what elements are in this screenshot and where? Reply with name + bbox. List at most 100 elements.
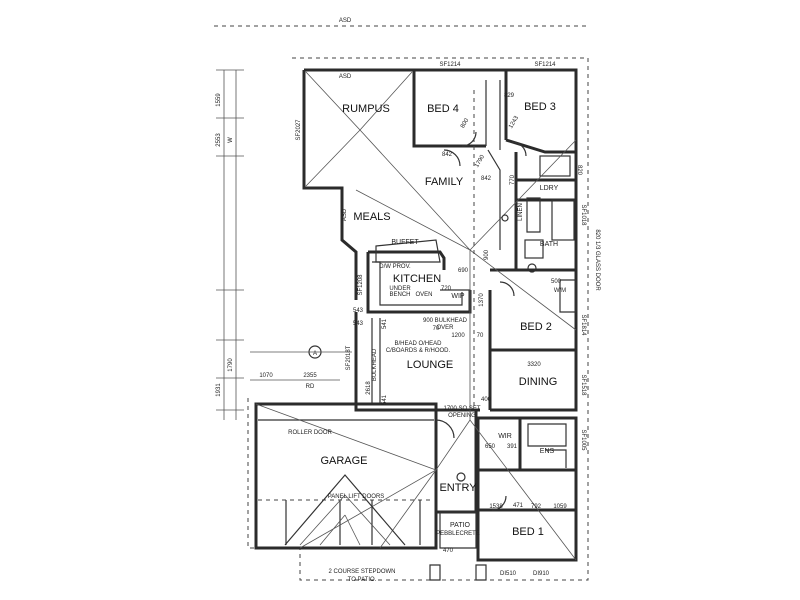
bed2-robe (559, 279, 577, 313)
dim-70a: 70 (433, 326, 440, 332)
note-bhead-1: B/HEAD O/HEAD (394, 341, 442, 347)
room-bath: BATH (540, 241, 558, 248)
garage-door-right (371, 500, 421, 545)
garage-roof-triangle (284, 474, 406, 546)
window-sf1214b: SF1214 (534, 62, 556, 68)
room-dining: DINING (519, 376, 558, 388)
vanity (524, 239, 544, 259)
garage-door-left (285, 500, 341, 545)
door-swing-entry (435, 419, 455, 439)
hall-wall (487, 149, 501, 250)
door-swing-bed3 (511, 141, 527, 157)
dim-541b: 541 (382, 394, 388, 405)
garage-hatch (299, 494, 391, 546)
dim-3320: 3320 (527, 362, 541, 368)
dim-1931: 1931 (216, 383, 222, 397)
note-pebblecrete: PEBBLECRETE (436, 531, 480, 537)
note-glass-door: 820 1/3 GLASS DOOR (594, 229, 600, 291)
window-d1910: DI910 (533, 571, 550, 577)
dim-1538: 1538 (489, 504, 503, 510)
door-swing-bed2 (499, 281, 515, 297)
dim-820: 820 (576, 165, 582, 176)
room-family: FAMILY (425, 176, 464, 188)
room-meals: MEALS (353, 211, 390, 223)
dining-walls (488, 350, 578, 412)
room-ens: ENS (540, 448, 555, 455)
dim-792: 792 (531, 504, 542, 510)
note-bulkhead-900: 900 BULKHEAD (423, 318, 468, 324)
window-sf1214: SF1214 (439, 62, 461, 68)
roof-hip-lines (255, 71, 577, 561)
dim-470: 470 (443, 548, 454, 554)
room-kitchen: KITCHEN (393, 273, 441, 285)
dim-543a: 543 (353, 308, 364, 314)
asd-top: ASD (339, 18, 352, 24)
window-sf1208: SF1208 (358, 274, 364, 296)
buffet-bench (375, 239, 441, 263)
room-wip: WIP (451, 293, 465, 300)
rd-label: RD (306, 384, 315, 390)
dim-2618: 2618 (366, 381, 372, 395)
window-sf1814: SF1814 (580, 314, 586, 336)
dim-1243: 1243 (508, 115, 520, 130)
note-under-2: BENCH (389, 292, 410, 298)
dim-1070: 1070 (259, 373, 273, 379)
room-patio: PATIO (450, 522, 471, 529)
dim-471: 471 (513, 503, 524, 509)
laundry-tub (539, 155, 571, 177)
note-course-2: TO PATIO. (348, 577, 377, 583)
dim-391: 391 (507, 444, 518, 450)
dim-842a: 842 (442, 152, 453, 158)
w-label: W (228, 137, 234, 143)
dim-1790b: 1790 (474, 154, 486, 169)
window-sf1005: SF1005 (580, 429, 586, 451)
dim-500: 500 (551, 279, 562, 285)
note-under-3: OVEN (415, 292, 432, 298)
dim-800: 800 (460, 117, 471, 129)
dim-2553: 2553 (216, 133, 222, 147)
bath-tub (551, 199, 575, 241)
window-d1510: DI510 (500, 571, 517, 577)
note-opening-1700: 1700 SQ SET (443, 406, 480, 412)
exterior-wall-top (414, 68, 578, 312)
asd-rumpus: ASD (339, 74, 352, 80)
ens-fixtures (527, 423, 567, 468)
asd-meals: ASD (342, 208, 348, 221)
note-opening-word: OPENING (448, 413, 476, 419)
steps (429, 564, 487, 581)
room-bed3: BED 3 (524, 101, 556, 113)
smoke-detector (456, 472, 466, 482)
room-garage: GARAGE (320, 455, 367, 467)
window-sf2027: SF2027 (296, 119, 302, 141)
note-bulkhead-over: OVER (436, 325, 454, 331)
bulkhead-lines (371, 318, 381, 405)
note-under-1: UNDER (389, 286, 411, 292)
exterior-wall-rumpus (302, 68, 414, 300)
dim-829: 829 (504, 93, 515, 99)
dim-1059: 1059 (553, 504, 567, 510)
window-sf1018: SF1018 (580, 204, 586, 226)
site-boundary (247, 57, 589, 581)
linen-cupboard (526, 197, 541, 233)
wir-ens-walls (476, 416, 578, 562)
room-lounge: LOUNGE (407, 359, 453, 371)
note-wm: W/M (554, 288, 566, 294)
hall-light (501, 214, 509, 222)
dim-720: 720 (441, 286, 452, 292)
note-panel-lift: PANEL LIFT DOORS (328, 494, 385, 500)
room-wir: WIR (498, 433, 512, 440)
note-linen: LINEN (518, 203, 524, 221)
dim-2355: 2355 (303, 373, 317, 379)
dim-690: 690 (458, 268, 469, 274)
section-marker-label: A (313, 351, 317, 357)
room-entry: ENTRY (439, 482, 477, 494)
dim-541a: 541 (382, 318, 388, 329)
dim-1559: 1559 (216, 93, 222, 107)
dim-70b: 70 (477, 333, 484, 339)
dim-543b: 543 (353, 321, 364, 327)
garage-walls (254, 402, 438, 550)
note-roller-door: ROLLER DOOR (288, 430, 332, 436)
dim-1790: 1790 (228, 358, 234, 372)
note-bulkhead-v: BULKHEAD (372, 348, 378, 381)
